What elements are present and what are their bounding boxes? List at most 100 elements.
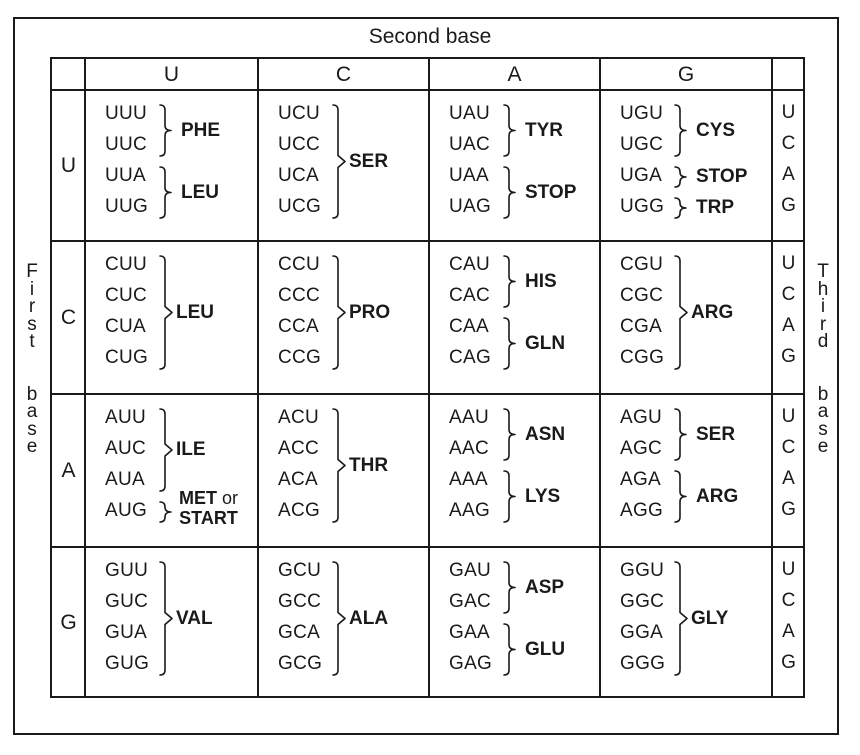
third-base-c: C (781, 284, 796, 305)
amino-acid-label: HIS (525, 270, 557, 292)
codon-cgu: CGU (620, 254, 664, 275)
codon-aug: AUG (105, 500, 148, 521)
codon-cac: CAC (449, 285, 491, 306)
grid-line-vertical (84, 59, 86, 696)
third-base-g: G (781, 499, 796, 520)
codon-gua: GUA (105, 622, 148, 643)
amino-acid-label: ARG (696, 485, 739, 507)
third-base-u: U (781, 406, 796, 427)
amino-acid-label: STOP (696, 166, 748, 187)
vertical-label-char: T (817, 261, 829, 282)
codon-cca: CCA (278, 316, 320, 337)
curly-brace (674, 197, 687, 219)
codon-gcg: GCG (278, 653, 323, 674)
curly-brace (503, 166, 516, 219)
codon-gcu: GCU (278, 560, 322, 581)
codon-ggc: GGC (620, 591, 665, 612)
grid-line-vertical (771, 59, 773, 696)
codon-auc: AUC (105, 438, 147, 459)
third-base-a: A (782, 621, 795, 642)
codon-uua: UUA (105, 165, 147, 186)
amino-acid-label: SER (349, 150, 389, 172)
amino-acid-label: CYS (696, 119, 736, 141)
vertical-label-char: d (817, 331, 829, 352)
grid-line-horizontal (52, 89, 803, 91)
amino-acid-label: GLY (691, 607, 729, 629)
curly-brace (159, 166, 172, 219)
curly-brace (674, 166, 687, 188)
third-base-u: U (781, 102, 796, 123)
amino-acid-label: TYR (525, 119, 563, 141)
amino-acid-label: VAL (176, 607, 213, 629)
codon-uau: UAU (449, 103, 491, 124)
codon-cgc: CGC (620, 285, 664, 306)
second-base-header-g: G (677, 63, 695, 86)
codon-ucu: UCU (278, 103, 321, 124)
grid-line-vertical (257, 59, 259, 696)
codon-aau: AAU (449, 407, 489, 428)
second-base-title: Second base (368, 25, 492, 48)
third-base-u: U (781, 559, 796, 580)
square-brace (674, 561, 688, 676)
vertical-label-char: s (818, 418, 828, 440)
square-brace (332, 104, 346, 219)
codon-aca: ACA (278, 469, 318, 490)
vertical-label-char: h (817, 278, 829, 300)
codon-ggu: GGU (620, 560, 665, 581)
codon-agu: AGU (620, 407, 663, 428)
codon-aaa: AAA (449, 469, 488, 490)
codon-uaa: UAA (449, 165, 489, 186)
amino-acid-label: PRO (349, 301, 391, 323)
first-base-header-c: C (60, 306, 77, 329)
codon-uag: UAG (449, 196, 492, 217)
codon-acu: ACU (278, 407, 320, 428)
codon-cuu: CUU (105, 254, 148, 275)
vertical-label-char: e (817, 436, 829, 457)
codon-cug: CUG (105, 347, 149, 368)
vertical-label-char: a (817, 401, 829, 422)
curly-brace (159, 104, 172, 157)
codon-ugu: UGU (620, 103, 664, 124)
codon-ggg: GGG (620, 653, 666, 674)
codon-cga: CGA (620, 316, 663, 337)
curly-brace (674, 408, 687, 461)
codon-gag: GAG (449, 653, 493, 674)
vertical-label-char: b (817, 383, 829, 405)
curly-brace (159, 501, 172, 523)
codon-gga: GGA (620, 622, 664, 643)
codon-guu: GUU (105, 560, 149, 581)
codon-cua: CUA (105, 316, 147, 337)
codon-cgg: CGG (620, 347, 665, 368)
square-brace (159, 408, 173, 492)
third-base-u: U (781, 253, 796, 274)
codon-aua: AUA (105, 469, 145, 490)
vertical-label-char (17, 351, 47, 386)
codon-aag: AAG (449, 500, 491, 521)
codon-agg: AGG (620, 500, 664, 521)
vertical-label-char: F (26, 261, 38, 282)
codon-cuc: CUC (105, 285, 148, 306)
first-base-header-a: A (61, 459, 76, 482)
second-base-header-u: U (163, 63, 180, 86)
square-brace (159, 255, 173, 370)
amino-acid-label: LYS (525, 485, 561, 507)
amino-acid-label: ASN (525, 423, 566, 445)
vertical-label-char: s (27, 418, 37, 440)
grid-line-horizontal (52, 240, 803, 242)
amino-acid-label: GLN (525, 332, 566, 354)
codon-ucc: UCC (278, 134, 321, 155)
amino-acid-label: PHE (181, 119, 221, 141)
codon-aac: AAC (449, 438, 489, 459)
codon-caa: CAA (449, 316, 489, 337)
square-brace (332, 408, 346, 523)
third-base-g: G (781, 346, 796, 367)
vertical-label-char: r (28, 296, 36, 317)
codon-gaa: GAA (449, 622, 491, 643)
second-base-header-a: A (507, 63, 522, 86)
curly-brace (503, 470, 516, 523)
grid-line-horizontal (52, 546, 803, 548)
square-brace (332, 561, 346, 676)
curly-brace (503, 623, 516, 676)
